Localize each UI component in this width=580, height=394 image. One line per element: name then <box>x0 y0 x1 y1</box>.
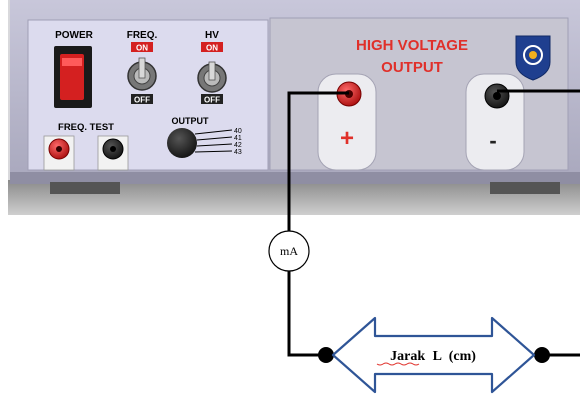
hv-label: HV <box>205 30 219 41</box>
distance-label-underline <box>376 362 420 366</box>
hv-off-badge <box>201 94 223 104</box>
freq-label: FREQ. <box>127 30 158 41</box>
negative-terminal-symbol: - <box>489 128 496 153</box>
power-switch-highlight <box>62 58 82 66</box>
hv-on-badge <box>201 42 223 52</box>
output-step-line-3 <box>196 143 233 147</box>
freq-toggle-lever[interactable] <box>138 57 146 79</box>
distance-label-variable: L <box>433 349 442 364</box>
electrode-right <box>534 347 550 363</box>
output-title-line1: HIGH VOLTAGE <box>356 37 468 54</box>
milliammeter <box>268 230 310 272</box>
positive-wire <box>287 91 349 357</box>
negative-terminal-hole <box>493 92 501 100</box>
power-label: POWER <box>55 30 94 41</box>
electrode-left <box>318 347 334 363</box>
freq-on-badge <box>131 42 153 52</box>
freq-off-badge <box>131 94 153 104</box>
device-base <box>10 172 580 184</box>
foot-right <box>490 182 560 194</box>
logo-ring <box>523 45 543 65</box>
positive-terminal-symbol: + <box>340 125 354 152</box>
output-step-40: 40 <box>234 128 242 135</box>
output-step-41: 41 <box>234 135 242 142</box>
output-selector-knob[interactable] <box>167 128 197 158</box>
distance-label: Jarak L (cm) <box>390 349 476 364</box>
output-title-line2: OUTPUT <box>381 59 443 76</box>
output-step-42: 42 <box>234 142 242 149</box>
hv-off-label: OFF <box>204 96 220 105</box>
freq-off-label: OFF <box>134 96 150 105</box>
output-step-line-1 <box>194 129 233 135</box>
distance-label-unit: (cm) <box>449 349 477 364</box>
positive-terminal-plate <box>317 73 377 171</box>
negative-terminal-plate <box>465 73 525 171</box>
hv-toggle-lever[interactable] <box>208 61 216 81</box>
freq-on-label: ON <box>136 44 148 53</box>
distance-arrow <box>331 316 536 394</box>
freq-test-jack-left-hole <box>56 146 62 152</box>
milliammeter-label: mA <box>280 244 298 258</box>
output-selector-label: OUTPUT <box>172 116 210 126</box>
freq-test-jack-right-hole <box>110 146 116 152</box>
logo-center <box>529 51 537 59</box>
foot-left <box>50 182 120 194</box>
hv-on-label: ON <box>206 44 218 53</box>
output-step-43: 43 <box>234 149 242 156</box>
output-step-line-2 <box>196 136 233 141</box>
distance-label-prefix: Jarak <box>390 349 425 364</box>
freq-test-label: FREQ. TEST <box>58 122 114 133</box>
output-step-line-4 <box>194 150 233 153</box>
